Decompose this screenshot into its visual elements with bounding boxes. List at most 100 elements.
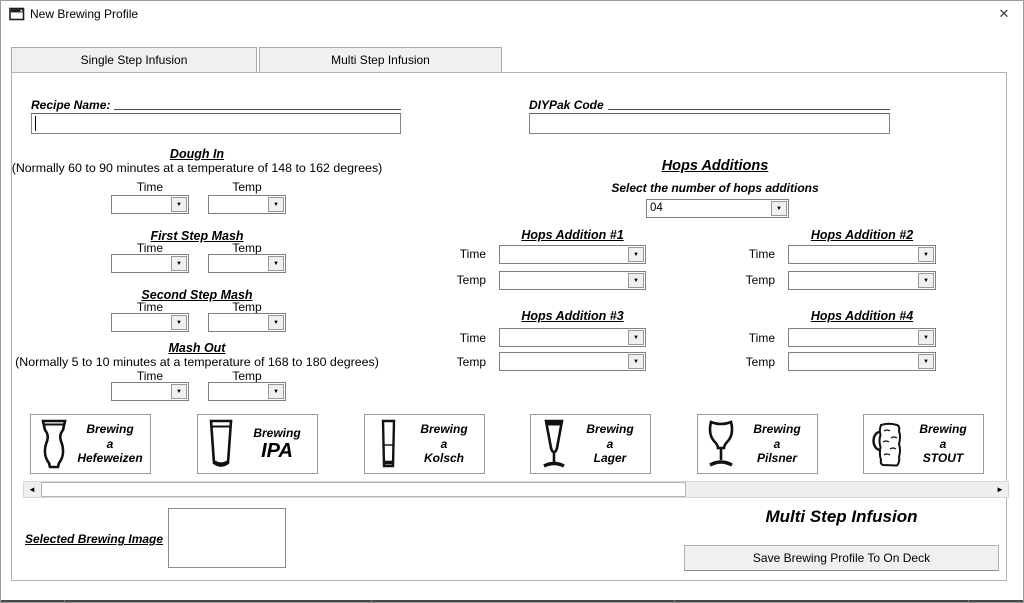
hops-count-combobox[interactable]: 04 ▼ — [646, 199, 789, 218]
scroll-left-icon[interactable]: ◄ — [28, 485, 36, 494]
time-label: Time — [459, 331, 486, 345]
title-bar: New Brewing Profile ✕ — [1, 1, 1023, 31]
hops-4-temp-combobox[interactable]: ▼ — [788, 352, 936, 371]
hops-additions-heading: Hops Additions — [661, 158, 769, 174]
chevron-down-icon[interactable]: ▼ — [171, 384, 187, 399]
diypak-code-label-row: DIYPak Code — [529, 97, 890, 112]
chevron-down-icon[interactable]: ▼ — [628, 354, 644, 369]
diypak-code-label: DIYPak Code — [529, 98, 604, 112]
hops-3-temp-combobox[interactable]: ▼ — [499, 352, 646, 371]
pilsner-glass-icon — [708, 420, 734, 467]
chevron-down-icon[interactable]: ▼ — [628, 247, 644, 262]
form-window-icon — [9, 7, 25, 21]
chevron-down-icon[interactable]: ▼ — [918, 354, 934, 369]
chevron-down-icon[interactable]: ▼ — [171, 256, 187, 271]
kolsch-glass-icon — [381, 419, 396, 468]
mash-out-time-combobox[interactable]: ▼ — [111, 382, 189, 401]
selected-brewing-image-box — [168, 508, 286, 568]
save-brewing-profile-button[interactable]: Save Brewing Profile To On Deck — [684, 545, 999, 571]
diypak-code-input[interactable] — [529, 113, 890, 134]
chevron-down-icon[interactable]: ▼ — [268, 256, 284, 271]
chevron-down-icon[interactable]: ▼ — [268, 197, 284, 212]
second-step-mash-time-combobox[interactable]: ▼ — [111, 313, 189, 332]
label-rule — [114, 109, 401, 110]
chevron-down-icon[interactable]: ▼ — [268, 384, 284, 399]
temp-label: Temp — [745, 273, 775, 287]
lager-glass-icon — [543, 419, 565, 468]
hops-2-time-combobox[interactable]: ▼ — [788, 245, 936, 264]
mash-out-note: (Normally 5 to 10 minutes at a temperatu… — [15, 355, 379, 369]
time-label: Time — [136, 300, 164, 314]
mash-out-heading: Mash Out — [168, 341, 226, 355]
dough-in-note: (Normally 60 to 90 minutes at a temperat… — [11, 161, 383, 175]
hops-addition-4-heading: Hops Addition #4 — [810, 309, 914, 323]
label-rule — [607, 109, 890, 110]
scroll-right-icon[interactable]: ► — [996, 485, 1004, 494]
time-label: Time — [459, 247, 486, 261]
tab-label: Single Step Infusion — [80, 53, 188, 67]
hops-3-time-combobox[interactable]: ▼ — [499, 328, 646, 347]
time-label: Time — [748, 331, 775, 345]
temp-label: Temp — [232, 369, 262, 383]
pint-glass-icon — [209, 419, 233, 467]
second-step-mash-temp-combobox[interactable]: ▼ — [208, 313, 286, 332]
recipe-name-label: Recipe Name: — [31, 98, 111, 112]
temp-label: Temp — [456, 355, 486, 369]
horizontal-scrollbar[interactable]: ◄ ► — [23, 481, 1009, 498]
hops-1-temp-combobox[interactable]: ▼ — [499, 271, 646, 290]
tab-single-step-infusion[interactable]: Single Step Infusion — [11, 47, 257, 73]
stout-mug-icon — [872, 422, 901, 467]
chevron-down-icon[interactable]: ▼ — [918, 330, 934, 345]
first-step-mash-time-combobox[interactable]: ▼ — [111, 254, 189, 273]
footer-heading: Multi Step Infusion — [765, 507, 918, 526]
chevron-down-icon[interactable]: ▼ — [918, 273, 934, 288]
tab-multi-step-infusion[interactable]: Multi Step Infusion — [259, 47, 502, 73]
first-step-mash-heading: First Step Mash — [150, 229, 244, 243]
recipe-name-label-row: Recipe Name: — [31, 97, 401, 112]
scrollbar-thumb[interactable] — [41, 482, 686, 497]
temp-label: Temp — [745, 355, 775, 369]
temp-label: Temp — [232, 180, 262, 194]
chevron-down-icon[interactable]: ▼ — [268, 315, 284, 330]
dough-in-temp-combobox[interactable]: ▼ — [208, 195, 286, 214]
close-icon[interactable]: ✕ — [998, 6, 1010, 21]
taskbar-edge — [1, 600, 1023, 602]
hops-addition-3-heading: Hops Addition #3 — [521, 309, 624, 323]
hops-4-time-combobox[interactable]: ▼ — [788, 328, 936, 347]
tab-label: Multi Step Infusion — [331, 53, 430, 67]
hefeweizen-glass-icon — [41, 419, 67, 469]
second-step-mash-heading: Second Step Mash — [141, 288, 253, 302]
hops-addition-1-heading: Hops Addition #1 — [521, 228, 624, 242]
hops-addition-2-heading: Hops Addition #2 — [810, 228, 914, 242]
mash-out-temp-combobox[interactable]: ▼ — [208, 382, 286, 401]
hops-2-temp-combobox[interactable]: ▼ — [788, 271, 936, 290]
chevron-down-icon[interactable]: ▼ — [171, 197, 187, 212]
temp-label: Temp — [232, 300, 262, 314]
time-label: Time — [136, 241, 164, 255]
chevron-down-icon[interactable]: ▼ — [771, 201, 787, 216]
recipe-name-input[interactable] — [31, 113, 401, 134]
chevron-down-icon[interactable]: ▼ — [628, 273, 644, 288]
temp-label: Temp — [456, 273, 486, 287]
hops-1-time-combobox[interactable]: ▼ — [499, 245, 646, 264]
chevron-down-icon[interactable]: ▼ — [171, 315, 187, 330]
time-label: Time — [136, 180, 164, 194]
chevron-down-icon[interactable]: ▼ — [918, 247, 934, 262]
chevron-down-icon[interactable]: ▼ — [628, 330, 644, 345]
dough-in-time-combobox[interactable]: ▼ — [111, 195, 189, 214]
first-step-mash-temp-combobox[interactable]: ▼ — [208, 254, 286, 273]
time-label: Time — [136, 369, 164, 383]
window-title: New Brewing Profile — [30, 7, 139, 21]
